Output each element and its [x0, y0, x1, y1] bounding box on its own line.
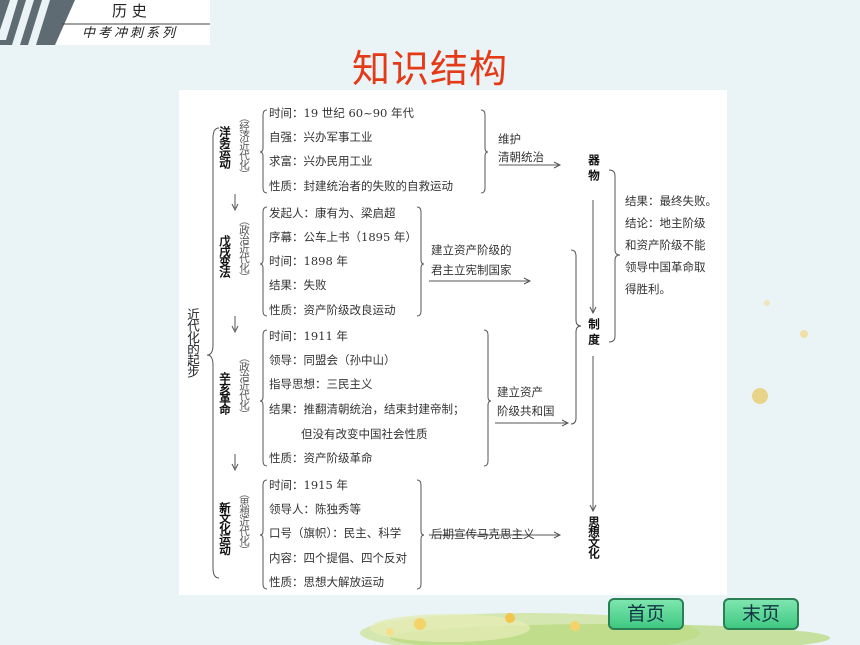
background-dot — [764, 300, 770, 306]
branch-name-2: 戊戌变法 — [218, 235, 232, 277]
background-dot — [800, 330, 808, 338]
branch-3-item: 时间：1911 年 — [269, 329, 348, 343]
branch-4-item: 领导人：陈独秀等 — [269, 502, 361, 516]
items-brace-1 — [259, 109, 268, 194]
level-artifact: 器物 — [587, 154, 601, 185]
outcome-1: 维护 — [498, 132, 521, 146]
outcome-3: 阶级共和国 — [497, 404, 555, 418]
header-subject: 历 史 — [112, 2, 147, 20]
background-dot — [752, 388, 768, 404]
closing-brace-1 — [480, 109, 489, 194]
last-page-button[interactable]: 末页 — [723, 598, 799, 630]
branch-2-item: 发起人：康有为、梁启超 — [269, 206, 396, 220]
first-page-button[interactable]: 首页 — [608, 598, 684, 630]
page-title: 知识结构 — [351, 47, 508, 91]
outcome-2: 君主立宪制国家 — [431, 263, 512, 277]
header-series: 中考冲刺系列 — [82, 26, 179, 41]
outcome-1: 清朝统治 — [498, 150, 544, 164]
knowledge-structure-diagram: 近代化的起步 洋务运动 （经济近代化） 戊戌变法 （政治近代化） 辛亥革命 （政… — [179, 90, 727, 595]
branch-2-item: 性质：资产阶级改良运动 — [269, 303, 396, 317]
level-institution: 制度 — [587, 318, 601, 349]
branch-4-item: 口号（旗帜）：民主、科学 — [269, 526, 402, 540]
branch-3-item: 指导思想：三民主义 — [269, 377, 373, 391]
series-header — [0, 0, 210, 45]
institution-brace — [570, 249, 582, 425]
branch-2-item: 时间：1898 年 — [269, 254, 348, 268]
branch-1-item: 求富：兴办民用工业 — [269, 154, 373, 168]
conclusion-line: 领导中国革命取 — [625, 260, 706, 274]
branch-4-item: 时间：1915 年 — [269, 478, 348, 492]
branch-2-item: 结果：失败 — [269, 278, 327, 292]
branch-3-item: 领导：同盟会（孙中山） — [269, 353, 396, 367]
closing-brace-4 — [416, 479, 425, 590]
branch-aspect-3: （政治近代化） — [238, 352, 250, 419]
branch-arrows — [231, 194, 239, 472]
branch-aspect-4: （思想近代化） — [238, 488, 250, 555]
branch-3-item: 性质：资产阶级革命 — [269, 451, 373, 465]
conclusion-line: 得胜利。 — [625, 282, 671, 296]
branch-1-item: 性质：封建统治者的失败的自救运动 — [269, 179, 453, 193]
branch-4-item: 内容：四个提倡、四个反对 — [269, 551, 407, 565]
branch-1-item: 自强：兴办军事工业 — [269, 130, 373, 144]
outcome-2: 建立资产阶级的 — [431, 243, 512, 257]
items-brace-4 — [259, 479, 268, 590]
branch-name-3: 辛亥革命 — [218, 372, 232, 414]
conclusion-line: 结果：最终失败。 — [625, 194, 717, 208]
conclusion-line: 结论：地主阶级 — [625, 216, 706, 230]
branch-4-item: 性质：思想大解放运动 — [269, 575, 384, 589]
items-brace-2 — [259, 206, 268, 317]
level-arrows — [589, 200, 597, 513]
conclusion-brace — [608, 169, 621, 343]
items-brace-3 — [259, 329, 268, 467]
branch-1-item: 时间：19 世纪 60~90 年代 — [269, 106, 415, 120]
branch-3-item: 结果：推翻清朝统治，结束封建帝制； — [269, 402, 465, 416]
branch-name-1: 洋务运动 — [218, 126, 232, 168]
conclusion-line: 和资产阶级不能 — [625, 238, 706, 252]
root-label: 近代化的起步 — [185, 308, 200, 377]
root-brace — [206, 127, 220, 579]
branch-aspect-1: （经济近代化） — [238, 112, 250, 179]
outcome-3: 建立资产 — [497, 385, 543, 399]
level-thought: 思想文化 — [587, 516, 601, 558]
outcome-arrows — [429, 161, 570, 539]
branch-aspect-2: （政治近代化） — [238, 215, 250, 282]
branch-name-4: 新文化运动 — [218, 502, 232, 555]
branch-3-item: 但没有改变中国社会性质 — [301, 427, 428, 441]
closing-brace-2 — [416, 206, 425, 317]
connector-lines — [206, 109, 621, 590]
closing-brace-3 — [483, 329, 492, 467]
branch-2-item: 序幕：公车上书（1895 年） — [269, 230, 417, 244]
outcome-4: 后期宣传马克思主义 — [431, 527, 535, 541]
